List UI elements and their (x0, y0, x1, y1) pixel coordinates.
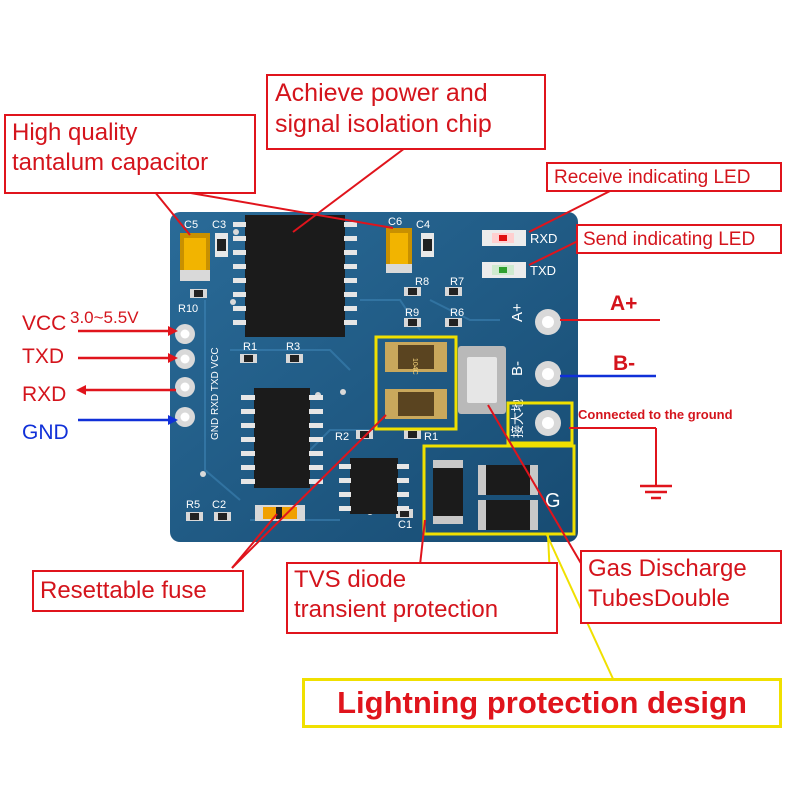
callout-isolation-chip: Achieve power and signal isolation chip (266, 74, 546, 150)
callout-tantalum-line1: High quality (12, 119, 138, 146)
pin-arrows (76, 326, 178, 425)
silk-r7: R7 (450, 276, 464, 288)
silk-r1: R1 (243, 341, 257, 353)
pin-label-gnd: GND (22, 421, 69, 444)
send-led (482, 262, 526, 278)
callout-tvs-diode: TVS diode transient protection (286, 562, 558, 634)
silk-b-minus: B- (509, 361, 526, 376)
callout-resettable-fuse-text: Resettable fuse (40, 577, 207, 604)
ground-symbol (640, 484, 672, 500)
silk-r3: R3 (286, 341, 300, 353)
pin-label-vcc: VCC (22, 312, 67, 335)
silk-c5: C5 (184, 219, 198, 231)
silk-r8: R8 (415, 276, 429, 288)
silk-r6: R6 (450, 307, 464, 319)
tantalum-capacitor-left (180, 233, 210, 281)
silk-c3: C3 (212, 219, 226, 231)
silk-r1b: R1 (424, 431, 438, 443)
receive-led (482, 230, 526, 246)
pin-label-rxd: RXD (22, 383, 67, 406)
callout-tvs-line1: TVS diode (294, 566, 407, 593)
silk-a-plus: A+ (509, 303, 526, 322)
silk-c4: C4 (416, 219, 430, 231)
header-pads (175, 324, 195, 427)
callout-tvs-line2: transient protection (294, 596, 499, 623)
silk-c6: C6 (388, 216, 402, 228)
tantalum-capacitor-right (386, 228, 412, 273)
callout-isolation-line2: signal isolation chip (275, 110, 492, 139)
callout-gas-line2: TubesDouble (588, 585, 730, 612)
terminal-pads (535, 309, 561, 436)
callout-tantalum-capacitor: High quality tantalum capacitor (4, 114, 256, 194)
small-capacitor-c3 (215, 233, 228, 257)
callout-tantalum-line2: tantalum capacitor (12, 149, 209, 176)
silk-earth: 接大地 (510, 399, 525, 438)
silk-r9: R9 (405, 307, 419, 319)
highlight-boxes (374, 335, 576, 536)
resettable-fuse-part (255, 505, 305, 521)
silk-c2: C2 (212, 499, 226, 511)
small-resistors (186, 287, 462, 521)
callout-lightning-protection: Lightning protection design (302, 678, 782, 728)
gas-discharge-tube (458, 346, 506, 414)
tvs-diodes (433, 460, 538, 530)
callout-isolation-line1: Achieve power and (275, 79, 488, 107)
transceiver-chip (241, 388, 323, 488)
silk-r2: R2 (335, 431, 349, 443)
callout-resettable-fuse: Resettable fuse (32, 570, 244, 612)
leader-lines (149, 147, 660, 569)
callout-gas-line1: Gas Discharge (588, 555, 747, 582)
small-soic-chip (339, 458, 409, 514)
pcb-vias (200, 229, 373, 515)
silk-g: G (545, 490, 561, 512)
silk-rxd: RXD (530, 231, 557, 246)
silk-header: GND RXD TXD VCC (210, 347, 221, 440)
callout-send-led-text: Send indicating LED (583, 229, 756, 250)
pin-label-txd: TXD (22, 345, 64, 368)
ground-note: Connected to the ground (578, 407, 733, 422)
isolation-chip (233, 215, 357, 337)
silk-r5: R5 (186, 499, 200, 511)
silk-r10: R10 (178, 303, 198, 315)
ptc-fuses (385, 342, 447, 419)
silk-c1: C1 (398, 519, 412, 531)
callout-receive-led: Receive indicating LED (546, 162, 782, 192)
callout-send-led: Send indicating LED (576, 224, 782, 254)
small-capacitor-c4 (421, 233, 434, 257)
callout-receive-led-text: Receive indicating LED (554, 167, 751, 188)
callout-lightning-text: Lightning protection design (337, 685, 747, 720)
silk-txd: TXD (530, 263, 556, 278)
pin-label-b-minus: B- (613, 352, 636, 375)
pin-label-a-plus: A+ (610, 292, 638, 315)
ptc-fuse-code-top: 104C (411, 358, 418, 375)
callout-gas-discharge: Gas Discharge TubesDouble (580, 550, 782, 624)
pin-label-vcc-range: 3.0~5.5V (70, 308, 139, 327)
